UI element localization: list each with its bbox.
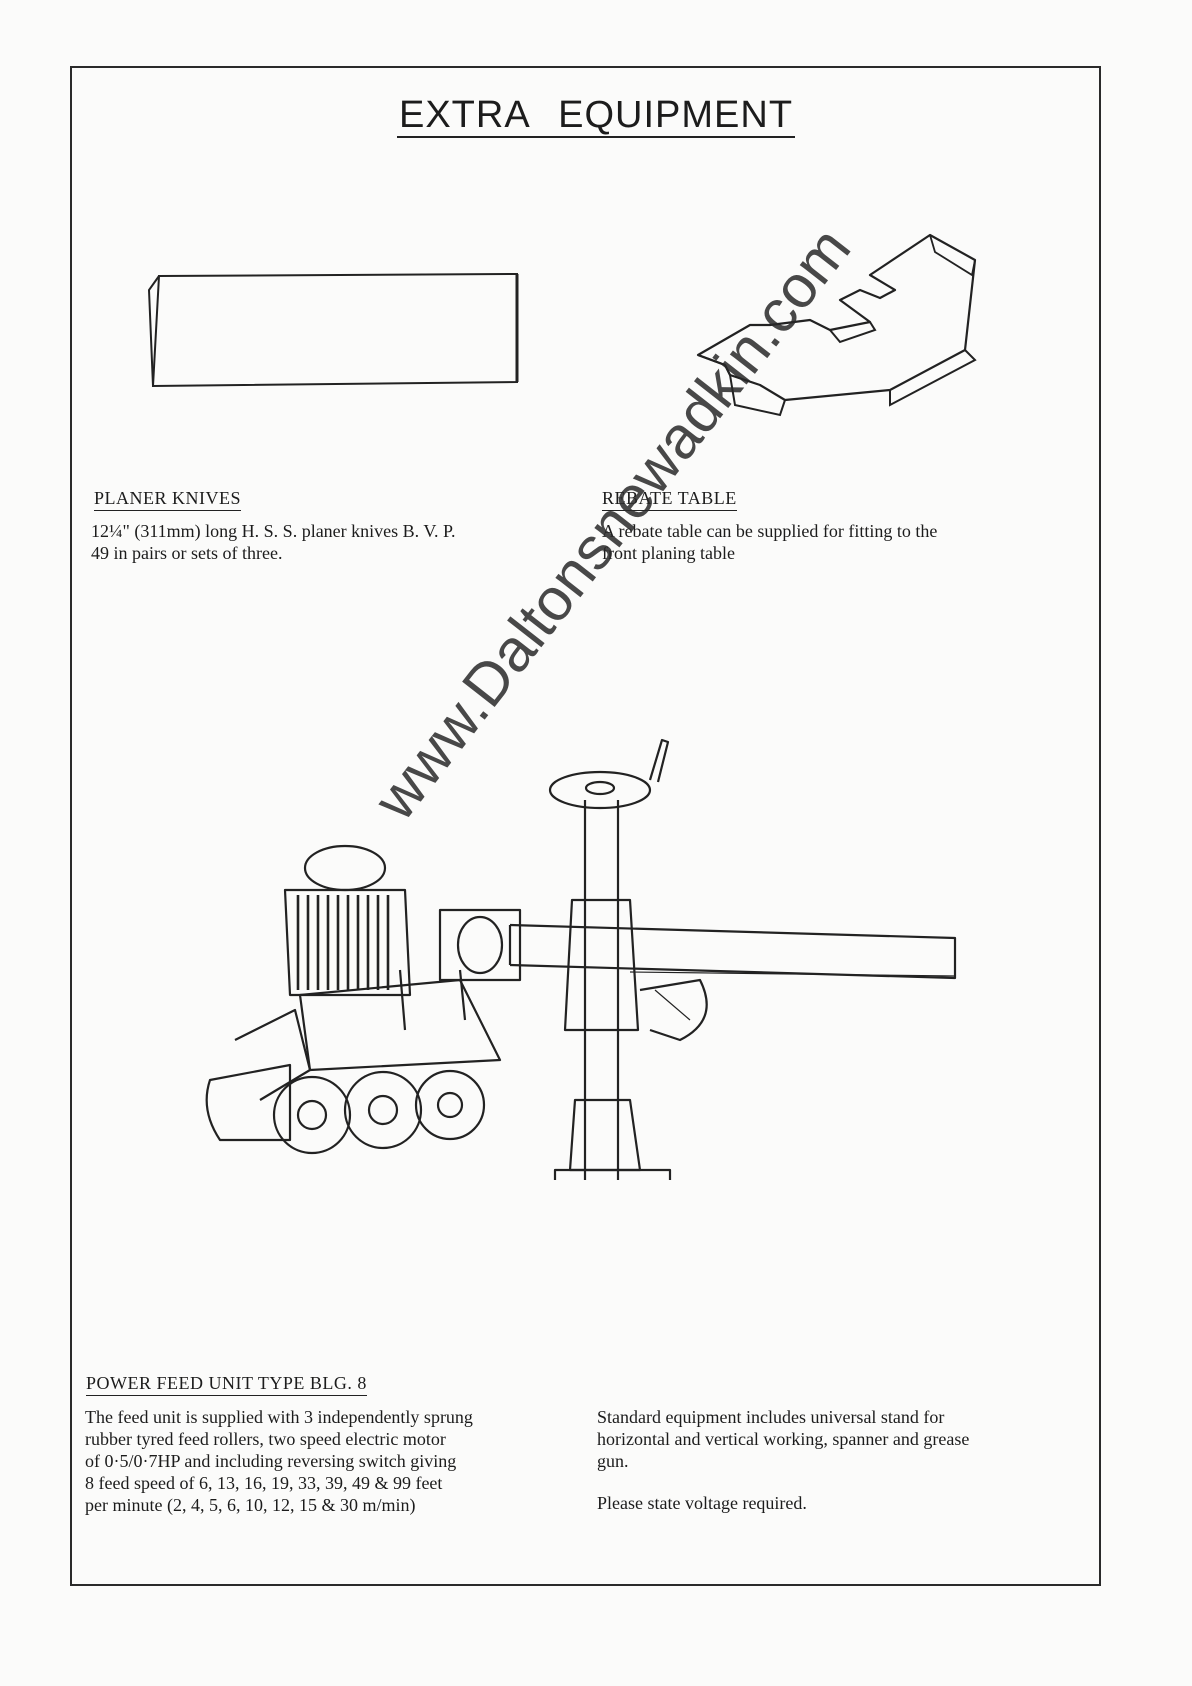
planer-knives-line-2: 49 in pairs or sets of three. xyxy=(91,543,283,563)
power-feed-line-5: per minute (2, 4, 5, 6, 10, 12, 15 & 30 … xyxy=(85,1495,416,1515)
rebate-table-illustration xyxy=(696,233,977,417)
power-feed-heading: POWER FEED UNIT TYPE BLG. 8 xyxy=(86,1373,367,1396)
rebate-table-line-1: A rebate table can be supplied for fitti… xyxy=(602,521,938,541)
planer-knives-line-1: 12¼" (311mm) long H. S. S. planer knives… xyxy=(91,521,456,541)
rebate-table-description: A rebate table can be supplied for fitti… xyxy=(602,520,1092,564)
standard-equipment-line-3: gun. xyxy=(597,1451,629,1471)
rebate-table-heading: REBATE TABLE xyxy=(602,488,737,511)
power-feed-line-4: 8 feed speed of 6, 13, 16, 19, 33, 39, 4… xyxy=(85,1473,443,1493)
power-feed-description: The feed unit is supplied with 3 indepen… xyxy=(85,1406,595,1516)
voltage-note: Please state voltage required. xyxy=(597,1493,807,1513)
standard-equipment-description: Standard equipment includes universal st… xyxy=(597,1406,1087,1472)
power-feed-line-2: rubber tyred feed rollers, two speed ele… xyxy=(85,1429,446,1449)
power-feed-unit-illustration xyxy=(205,738,957,1180)
planer-knives-heading: PLANER KNIVES xyxy=(94,488,242,511)
standard-equipment-line-2: horizontal and vertical working, spanner… xyxy=(597,1429,970,1449)
planer-knife-illustration xyxy=(147,272,519,388)
page-title-text: EXTRA EQUIPMENT xyxy=(396,94,796,138)
standard-equipment-line-1: Standard equipment includes universal st… xyxy=(597,1407,945,1427)
page-border xyxy=(70,66,1101,1586)
rebate-table-line-2: front planing table xyxy=(602,543,735,563)
power-feed-line-1: The feed unit is supplied with 3 indepen… xyxy=(85,1407,473,1427)
planer-knives-description: 12¼" (311mm) long H. S. S. planer knives… xyxy=(91,520,571,564)
power-feed-line-3: of 0·5/0·7HP and including reversing swi… xyxy=(85,1451,457,1471)
page-title: EXTRA EQUIPMENT xyxy=(0,94,1192,138)
